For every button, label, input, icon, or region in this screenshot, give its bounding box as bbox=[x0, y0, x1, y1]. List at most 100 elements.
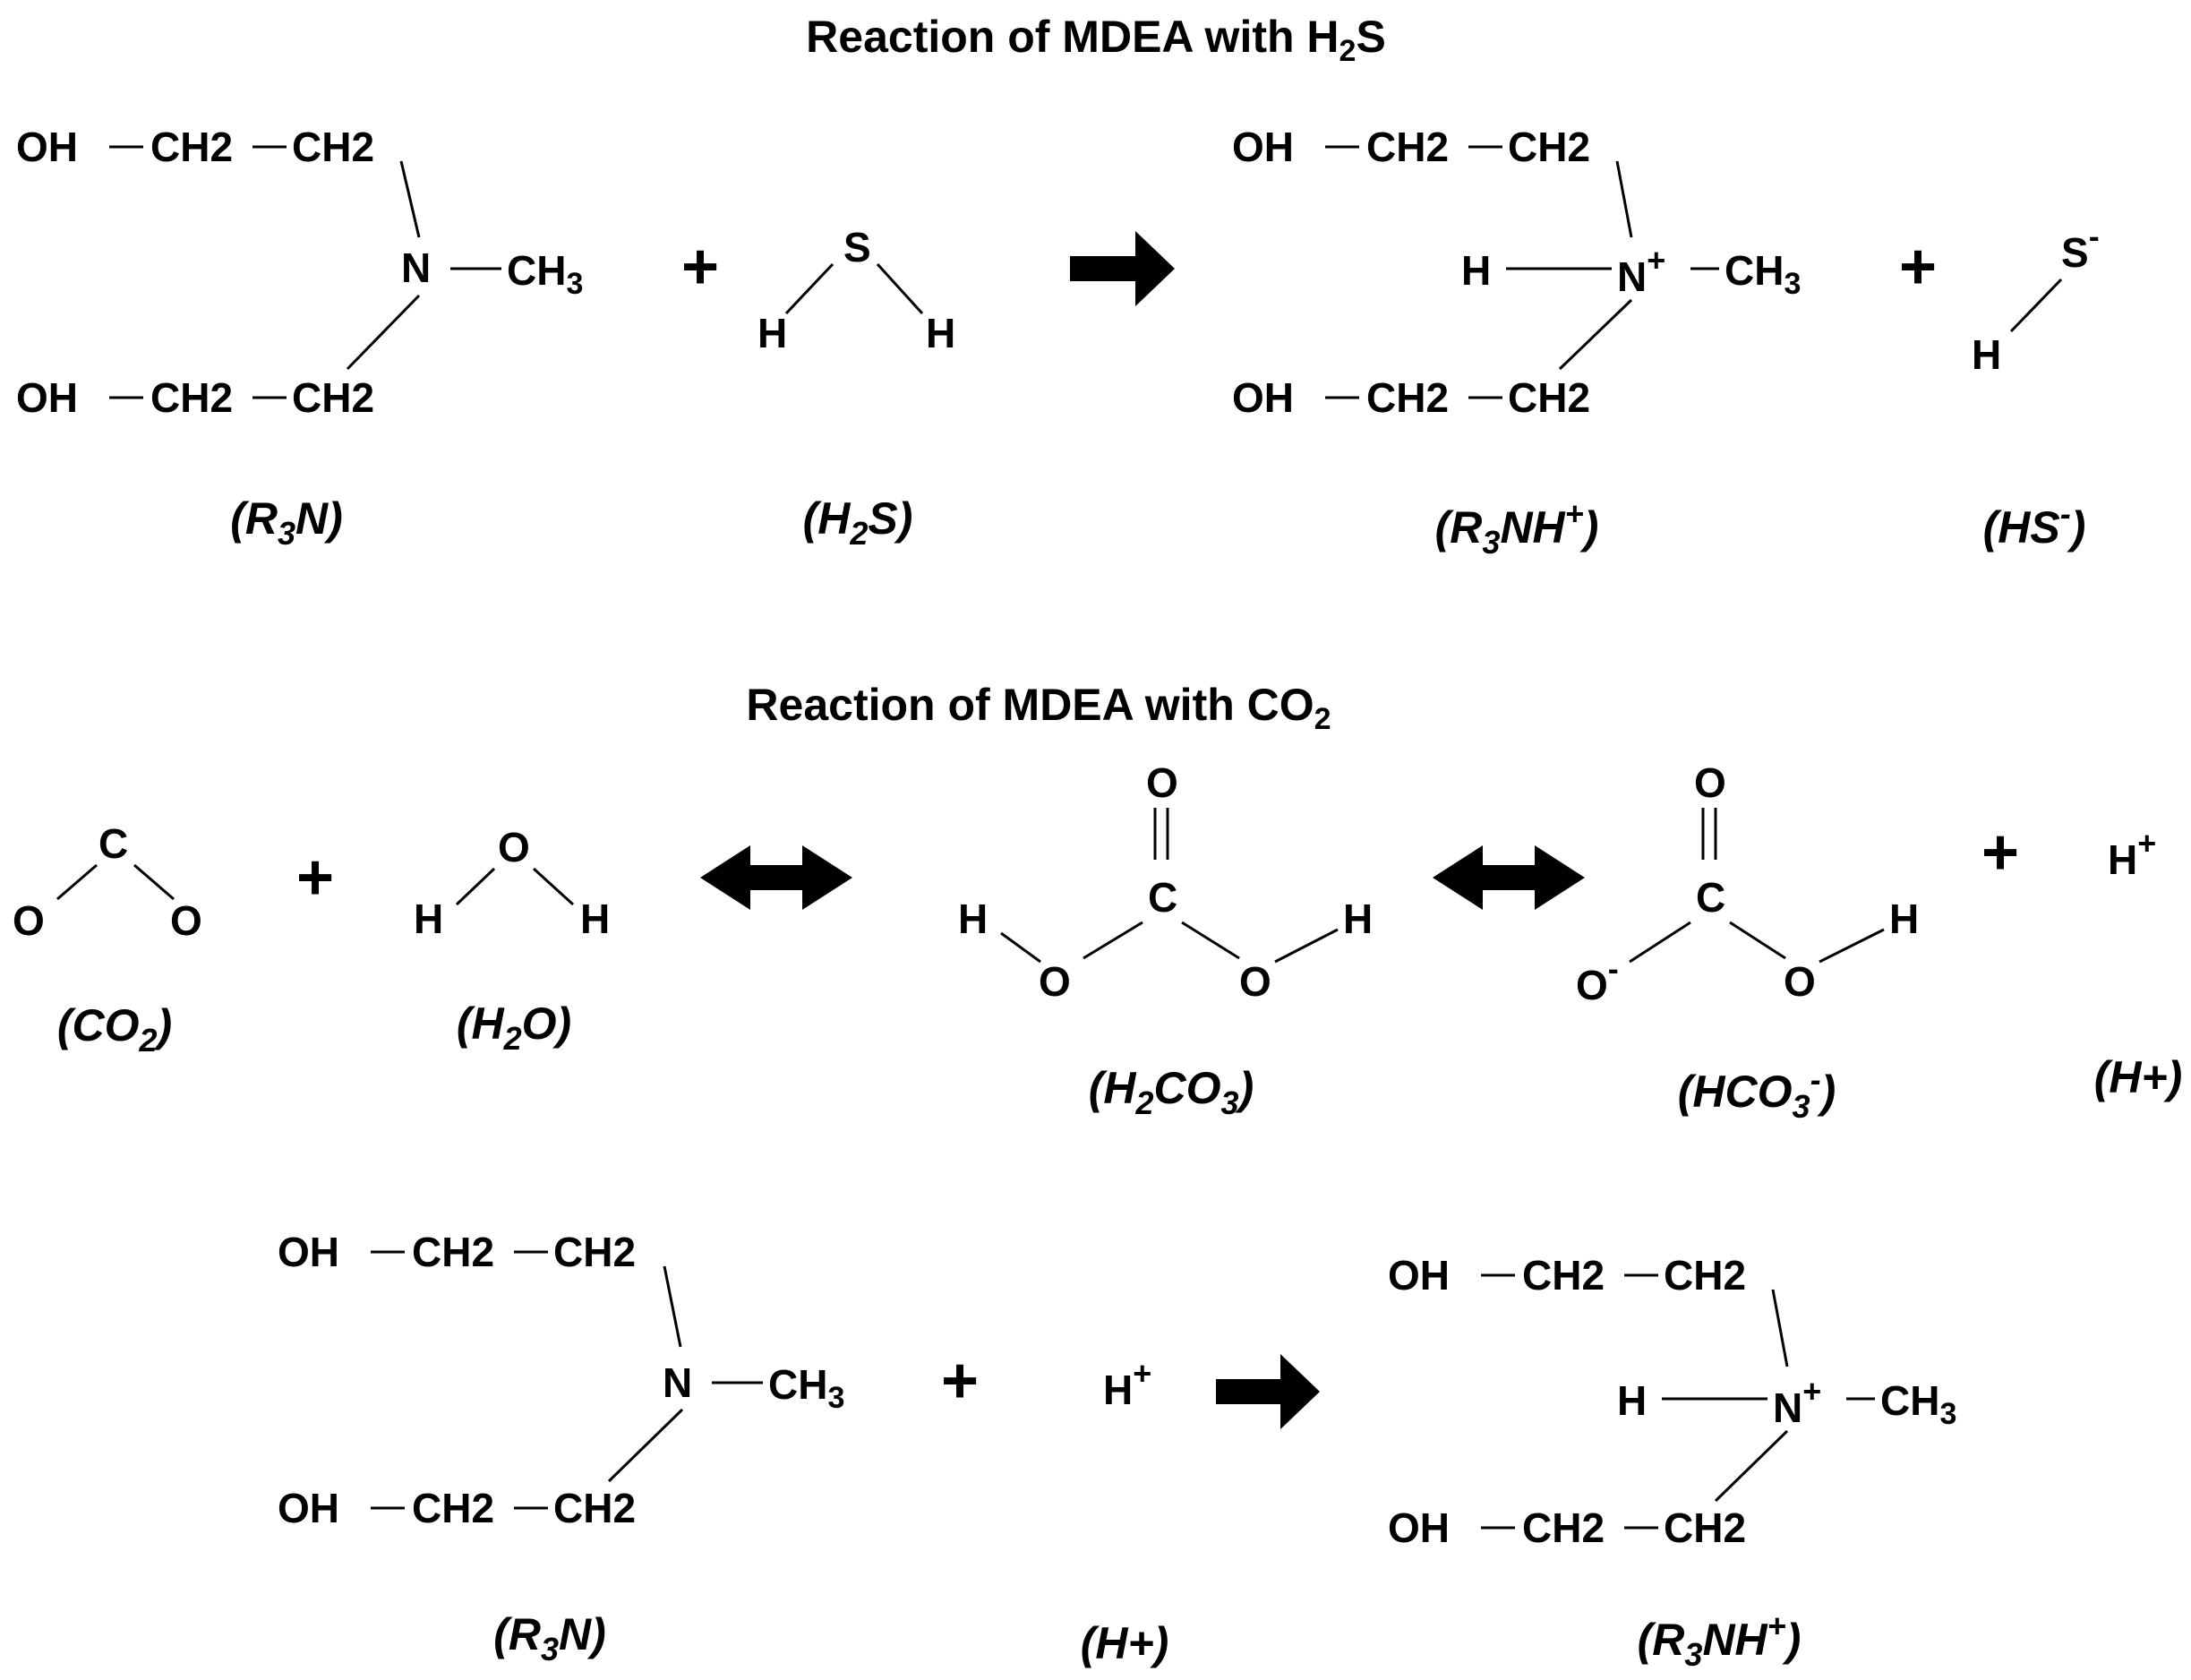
oh-group: OH bbox=[16, 124, 78, 170]
plus-sign: + bbox=[941, 1345, 979, 1417]
plus-sign: + bbox=[681, 231, 719, 303]
bond bbox=[876, 262, 924, 315]
proton: H+ bbox=[2108, 825, 2156, 883]
hydrogen-atom: H bbox=[1461, 247, 1491, 294]
h2s-reaction-title: Reaction of MDEA with H2S bbox=[806, 12, 1386, 68]
bond bbox=[1558, 298, 1633, 371]
bond bbox=[1615, 160, 1633, 238]
oh-group: OH bbox=[1388, 1504, 1450, 1551]
bond bbox=[56, 863, 98, 901]
ch2-group: CH2 bbox=[1664, 1504, 1746, 1551]
bond bbox=[784, 262, 834, 315]
label-r3nh-plus: (R3NH+) bbox=[1435, 495, 1599, 561]
hydrogen-atom: H bbox=[580, 896, 610, 942]
nitrogen-atom: N bbox=[663, 1359, 692, 1406]
plus-sign: + bbox=[1899, 231, 1937, 303]
hydrogen-atom: H bbox=[414, 896, 443, 942]
ch2-group: CH2 bbox=[553, 1229, 636, 1275]
h2s-molecule: S H H bbox=[757, 224, 955, 356]
hydrogen-atom: H bbox=[1343, 896, 1373, 942]
label-h2co3: (H2CO3) bbox=[1089, 1063, 1254, 1121]
oxygen-atom: O bbox=[170, 897, 202, 944]
oh-group: OH bbox=[1232, 124, 1294, 170]
label-h2s: (H2S) bbox=[803, 493, 913, 552]
ch2-group: CH2 bbox=[1366, 374, 1449, 421]
methyl-group: CH3 bbox=[768, 1361, 844, 1415]
carbon-atom: C bbox=[98, 820, 128, 867]
bond bbox=[532, 867, 575, 906]
h2co3-molecule: O C O O H H bbox=[958, 759, 1373, 1005]
mdea-molecule-1: OH CH2 CH2 N CH3 OH CH2 CH2 bbox=[16, 124, 583, 421]
equilibrium-arrow bbox=[1433, 845, 1585, 910]
bond bbox=[2009, 278, 2063, 333]
oh-group: OH bbox=[278, 1485, 339, 1531]
oxygen-atom: O bbox=[1239, 958, 1271, 1005]
bond bbox=[455, 867, 496, 906]
hydrogen-atom: H bbox=[926, 310, 955, 356]
bond bbox=[1629, 921, 1691, 964]
methyl-group: CH3 bbox=[1880, 1377, 1956, 1431]
bond bbox=[399, 160, 421, 238]
bond bbox=[1714, 1429, 1789, 1503]
carbon-atom: C bbox=[1148, 874, 1177, 921]
label-r3n: (R3N) bbox=[230, 493, 343, 552]
label-r3nh-plus: (R3NH+) bbox=[1638, 1607, 1802, 1673]
oxygen-atom: O bbox=[498, 824, 530, 870]
bond bbox=[133, 863, 175, 901]
label-h-plus: (H+) bbox=[2094, 1052, 2183, 1102]
oh-group: OH bbox=[1388, 1252, 1450, 1299]
oxygen-atom: O bbox=[1784, 958, 1816, 1005]
bond bbox=[1000, 931, 1041, 964]
reaction-arrow bbox=[1070, 231, 1175, 306]
sulfur-atom: S bbox=[843, 224, 871, 270]
bond bbox=[1771, 1289, 1789, 1367]
oxygen-atom: O bbox=[1039, 958, 1071, 1005]
methyl-group: CH3 bbox=[1725, 247, 1801, 301]
proton: H+ bbox=[1103, 1355, 1151, 1413]
mdea-molecule-2: OH CH2 CH2 N CH3 OH CH2 CH2 bbox=[278, 1229, 844, 1531]
hco3-ion: O C O- O H bbox=[1576, 759, 1919, 1008]
oh-group: OH bbox=[278, 1229, 339, 1275]
ch2-group: CH2 bbox=[1522, 1504, 1605, 1551]
sulfide-atom: S- bbox=[2061, 218, 2100, 276]
co2-molecule: C O O bbox=[13, 820, 202, 944]
bond bbox=[346, 294, 421, 371]
label-h-plus: (H+) bbox=[1081, 1618, 1169, 1668]
hydrogen-atom: H bbox=[757, 310, 787, 356]
hydrogen-atom: H bbox=[1617, 1377, 1647, 1424]
nitrogen-atom: N bbox=[401, 244, 431, 291]
bond bbox=[607, 1408, 684, 1483]
ch2-group: CH2 bbox=[150, 374, 233, 421]
ammonium-nitrogen: N+ bbox=[1617, 242, 1665, 300]
ch2-group: CH2 bbox=[1508, 124, 1590, 170]
ch2-group: CH2 bbox=[292, 374, 374, 421]
oxygen-atom: O bbox=[1694, 759, 1726, 806]
carbon-atom: C bbox=[1696, 874, 1725, 921]
oh-group: OH bbox=[16, 374, 78, 421]
bond bbox=[1181, 921, 1240, 960]
protonated-mdea-molecule-1: OH CH2 CH2 H N+ CH3 OH CH2 CH2 bbox=[1232, 124, 1801, 421]
hydrogen-atom: H bbox=[1889, 896, 1919, 942]
bond bbox=[1819, 928, 1885, 964]
ch2-group: CH2 bbox=[292, 124, 374, 170]
oxygen-atom: O bbox=[1146, 759, 1178, 806]
reaction-arrow bbox=[1216, 1354, 1320, 1429]
ch2-group: CH2 bbox=[1508, 374, 1590, 421]
hydrogen-atom: H bbox=[1972, 331, 2001, 378]
label-hs-minus: (HS-) bbox=[1983, 495, 2086, 553]
ch2-group: CH2 bbox=[1522, 1252, 1605, 1299]
oxide-atom: O- bbox=[1576, 950, 1619, 1008]
ch2-group: CH2 bbox=[1664, 1252, 1746, 1299]
plus-sign: + bbox=[1981, 817, 2019, 888]
label-co2: (CO2) bbox=[57, 1000, 172, 1059]
ammonium-nitrogen: N+ bbox=[1773, 1373, 1821, 1431]
methyl-group: CH3 bbox=[507, 247, 583, 301]
label-hco3-minus: (HCO3-) bbox=[1678, 1061, 1836, 1125]
co2-reaction-title: Reaction of MDEA with CO2 bbox=[746, 680, 1331, 736]
ch2-group: CH2 bbox=[150, 124, 233, 170]
ch2-group: CH2 bbox=[553, 1485, 636, 1531]
hydrogen-atom: H bbox=[958, 896, 988, 942]
protonated-mdea-molecule-2: OH CH2 CH2 H N+ CH3 OH CH2 CH2 bbox=[1388, 1252, 1956, 1551]
